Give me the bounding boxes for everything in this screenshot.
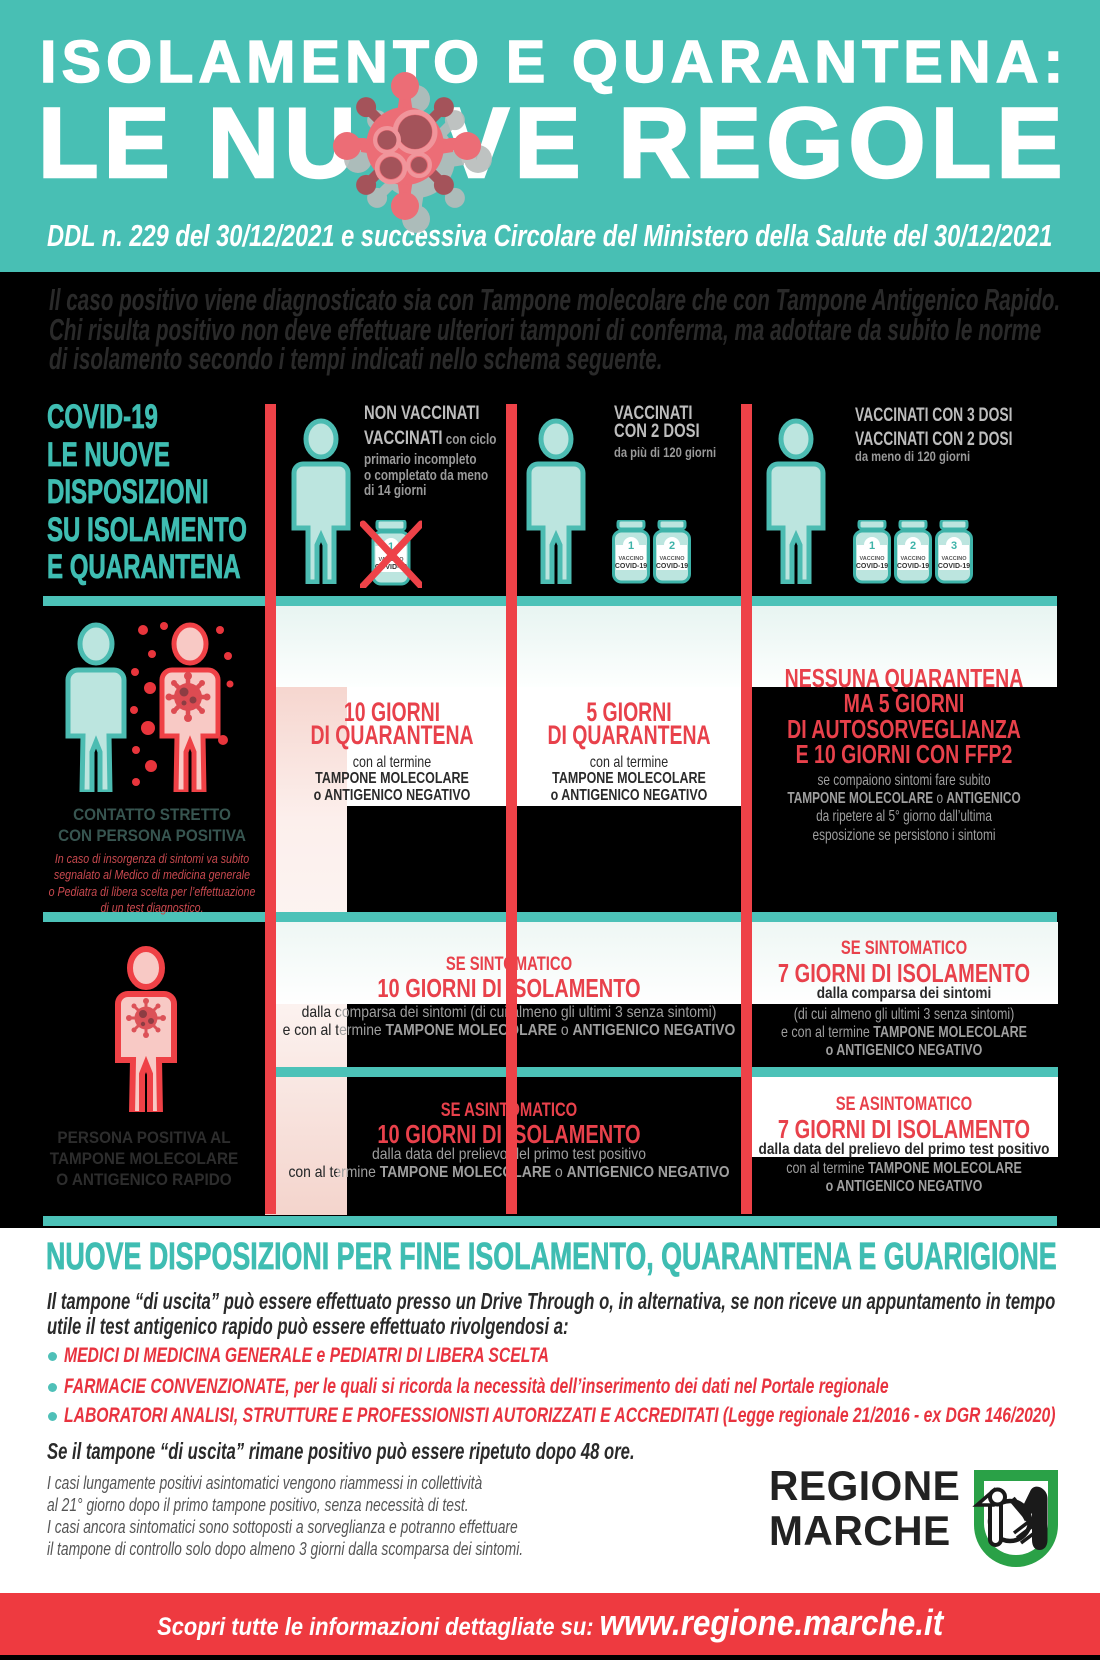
svg-text:VACCINO: VACCINO [619, 556, 645, 562]
svg-text:COVID-19: COVID-19 [897, 563, 929, 570]
svg-text:COVID-19: COVID-19 [856, 563, 888, 570]
svg-text:VACCINO: VACCINO [942, 556, 968, 562]
svg-text:VACCINO: VACCINO [660, 556, 686, 562]
svg-text:VACCINO: VACCINO [860, 556, 886, 562]
svg-text:COVID-19: COVID-19 [615, 563, 647, 570]
svg-text:1: 1 [628, 540, 634, 552]
svg-text:2: 2 [669, 540, 675, 552]
svg-text:COVID-19: COVID-19 [938, 563, 970, 570]
svg-text:1: 1 [388, 541, 394, 553]
svg-text:3: 3 [951, 540, 957, 552]
svg-text:VACCINO: VACCINO [901, 556, 927, 562]
svg-text:1: 1 [869, 540, 875, 552]
svg-text:2: 2 [910, 540, 916, 552]
svg-text:COVID-19: COVID-19 [656, 563, 688, 570]
svg-text:COVID-19: COVID-19 [375, 564, 407, 571]
